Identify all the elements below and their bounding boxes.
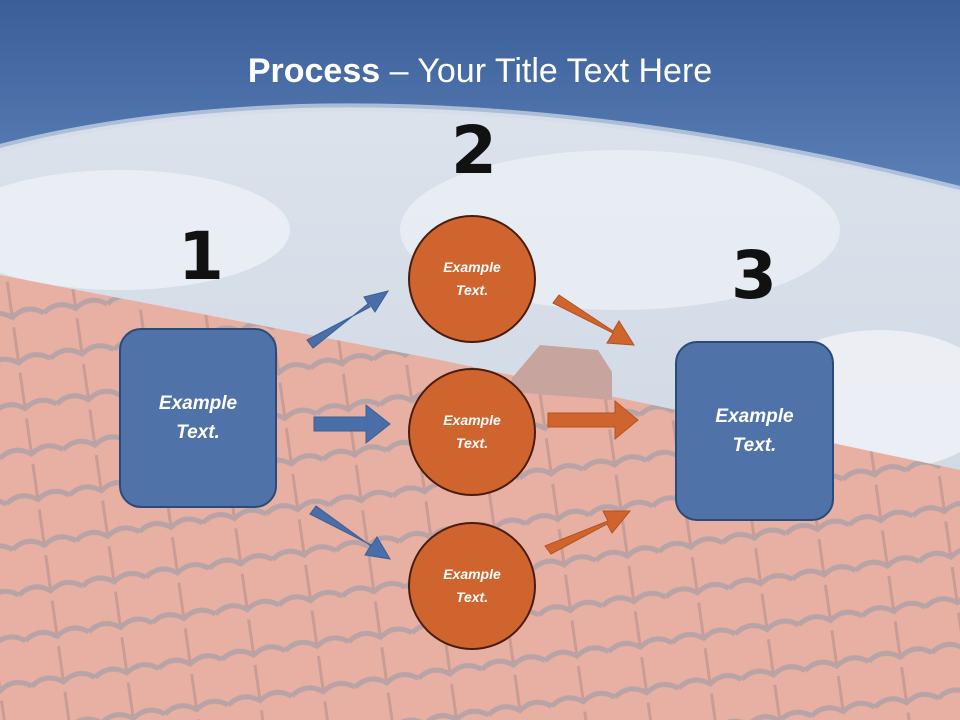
arrow-down-right <box>309 505 391 560</box>
arrows-orange <box>544 294 639 555</box>
cloud <box>0 170 290 290</box>
arrow-up-right <box>306 290 390 349</box>
header-curve <box>0 103 960 194</box>
title-rest: – Your Title Text Here <box>380 52 713 90</box>
chimney <box>512 345 612 400</box>
step-number-3: 3 <box>731 237 777 314</box>
slide-title: Process – Your Title Text Here <box>0 52 960 91</box>
arrow-right <box>313 403 391 445</box>
arrow-up-right-orange <box>544 510 632 555</box>
title-bold: Process <box>247 52 381 90</box>
arrows-blue <box>306 290 391 560</box>
step-number-2: 2 <box>451 112 497 189</box>
step-number-1: 1 <box>178 218 224 295</box>
arrow-right-orange <box>547 399 639 441</box>
arrow-down-right-orange <box>552 294 635 346</box>
header-band <box>0 0 960 190</box>
